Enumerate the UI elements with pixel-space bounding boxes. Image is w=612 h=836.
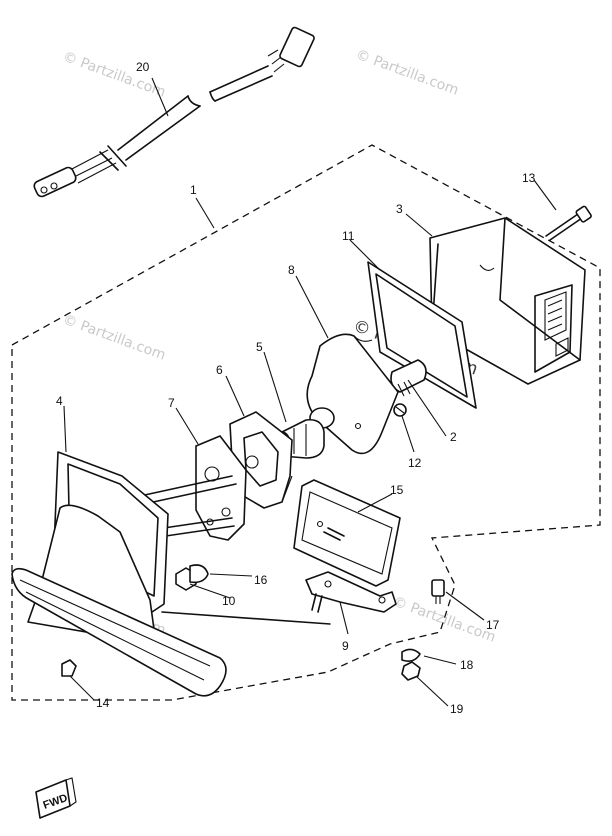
callout-20: 20 [136,60,150,74]
bulb [390,359,427,397]
fasteners [61,564,445,681]
reflex-reflector [293,479,401,587]
callout-16: 16 [254,573,268,587]
wire-harness [33,26,315,198]
washer-18 [401,648,421,662]
callout-3: 3 [396,202,403,216]
lens-screw [545,205,592,241]
assembly-boundary [11,144,601,701]
callout-6: 6 [216,363,223,377]
bolt-17 [431,579,445,597]
callout-7: 7 [168,396,175,410]
reflector-screw [393,403,407,417]
callout-5: 5 [256,340,263,354]
callout-2: 2 [450,430,457,444]
leader-lines [63,77,557,707]
callout-12: 12 [408,456,422,470]
callout-1: 1 [190,183,197,197]
callout-19: 19 [450,702,464,716]
lens-gasket [367,261,477,409]
washer-16 [189,564,209,584]
reflector [306,333,399,455]
callout-18: 18 [460,658,474,672]
callout-14: 14 [96,696,110,710]
watermark: © Partzilla.com [391,594,498,646]
callout-labels: 20 1 13 3 11 8 5 6 7 4 2 12 15 16 10 9 1… [56,60,536,716]
callout-17: 17 [486,618,500,632]
callout-15: 15 [390,483,404,497]
callout-8: 8 [288,263,295,277]
callout-11: 11 [342,229,355,243]
watermark: © Partzilla.com [61,49,168,101]
nut-19 [401,661,421,681]
watermark: © Partzilla.com [354,47,461,99]
callout-13: 13 [522,171,536,185]
tail-lamp-lens [429,217,586,385]
screw-14 [61,659,77,677]
lamp-base [11,451,331,697]
callout-4: 4 [56,394,63,408]
license-bracket [305,571,397,613]
callout-10: 10 [222,594,236,608]
watermark: © Partzilla.com [61,312,168,364]
callout-9: 9 [342,639,349,653]
fwd-direction-badge: FWD [35,777,77,819]
